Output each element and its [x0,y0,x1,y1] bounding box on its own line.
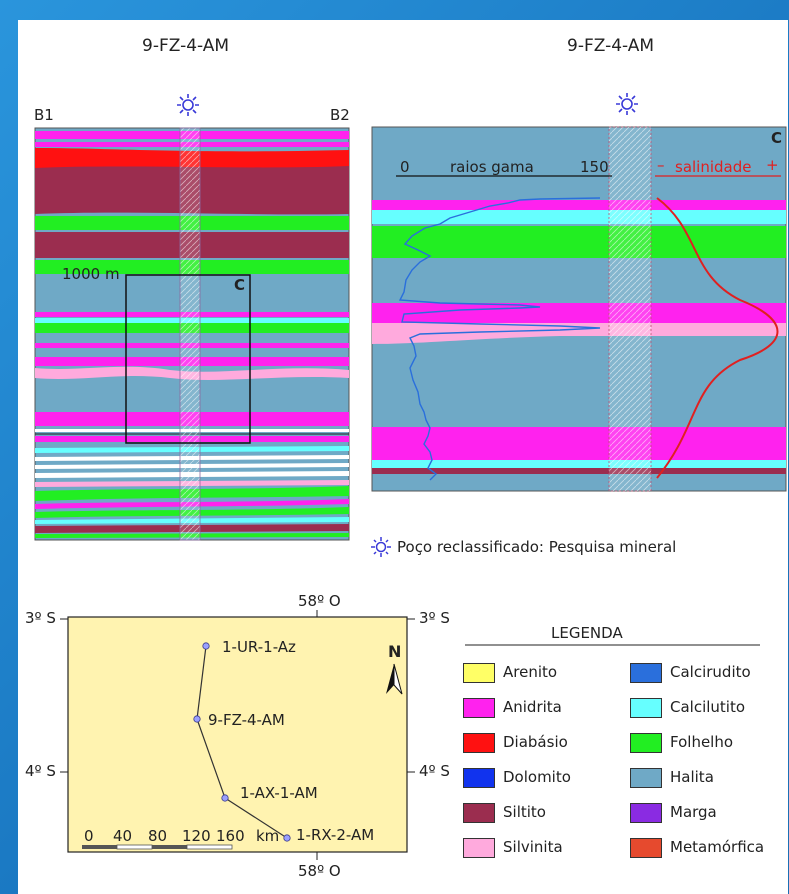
legend-label: Calcirudito [670,663,751,681]
well-marker [202,642,210,650]
well-label-rx: 1-RX-2-AM [296,826,375,844]
layer-anidrita [372,427,786,460]
map-lon-top: 58º O [298,592,341,610]
well-sun-icon [177,94,199,116]
map-lat-top-left: 3º S [25,609,56,627]
legend-swatch [463,733,495,753]
left-cross-section [34,127,350,541]
legend-label: Diabásio [503,733,568,751]
scale-tick-80: 80 [148,827,168,845]
legend-label: Arenito [503,663,558,681]
legend-swatch [463,803,495,823]
well-column-detail [608,126,652,492]
right-well-title: 9-FZ-4-AM [567,36,655,56]
legend-label: Dolomito [503,768,571,786]
section-label-b2: B2 [330,106,350,124]
scale-tick-160: 160 [216,827,245,845]
legend-label: Marga [670,803,717,821]
north-arrow-icon-right [393,663,403,695]
north-label: N [388,642,402,661]
layer-calcilutito [372,210,786,224]
left-well-title: 9-FZ-4-AM [142,36,230,56]
well-label-ur: 1-UR-1-Az [222,638,296,656]
well-label-fz: 9-FZ-4-AM [208,711,285,729]
legend-label: Anidrita [503,698,562,716]
well-marker [193,715,201,723]
legend-label: Siltito [503,803,546,821]
legend-title: LEGENDA [551,624,623,642]
salinity-curve [656,197,779,479]
legend-swatch [463,663,495,683]
map-lat-bottom-left: 4º S [25,762,56,780]
gamma-ray-log [398,197,601,481]
legend-label: Folhelho [670,733,734,751]
legend-swatch [630,768,662,788]
scale-bar [82,845,117,849]
gamma-axis-label: raios gama [450,158,534,176]
map-lon-bottom: 58º O [298,862,341,880]
scale-tick-0: 0 [84,827,94,845]
legend-label: Calcilutito [670,698,746,716]
legend-label: Halita [670,768,714,786]
salinity-label: salinidade [675,158,752,176]
layer-siltito [372,468,786,474]
salinity-minus: – [657,156,665,174]
legend-swatch [630,733,662,753]
zoom-box-label: C [234,276,246,294]
legend-swatch [463,838,495,858]
scale-tick-40: 40 [113,827,133,845]
legend-label: Metamórfica [670,838,765,856]
legend-swatch [463,768,495,788]
section-label-b1: B1 [34,106,54,124]
north-arrow-icon [386,664,394,694]
map-lat-top-right: 3º S [419,609,450,627]
scale-label: 1000 m [62,265,120,283]
salinity-plus: + [766,156,779,174]
gamma-max-label: 150 [580,158,609,176]
layer-anidrita [372,200,786,210]
well-sun-icon [616,93,638,115]
legend-swatch [630,838,662,858]
scale-unit: km [256,827,280,845]
scale-tick-120: 120 [182,827,211,845]
right-detail-section [371,126,787,492]
legend-swatch [463,698,495,718]
well-marker [283,834,291,842]
layer-folhelho [372,226,786,258]
well-track [196,645,288,839]
legend-swatch [630,698,662,718]
location-map [60,610,415,860]
legend-label: Silvinita [503,838,563,856]
detail-panel-label: C [771,129,783,147]
well-legend-text: Poço reclassificado: Pesquisa mineral [397,538,677,556]
legend-swatch [630,663,662,683]
layer-anidrita [372,303,786,323]
legend-swatch [630,803,662,823]
well-label-ax: 1-AX-1-AM [240,784,318,802]
well-marker [221,794,229,802]
layer-silvinita [372,323,786,344]
map-lat-bottom-right: 4º S [419,762,450,780]
layer-calcilutito [372,460,786,468]
gamma-min-label: 0 [400,158,410,176]
zoom-box [125,274,251,444]
well-column [179,127,201,541]
well-sun-icon [371,537,391,557]
